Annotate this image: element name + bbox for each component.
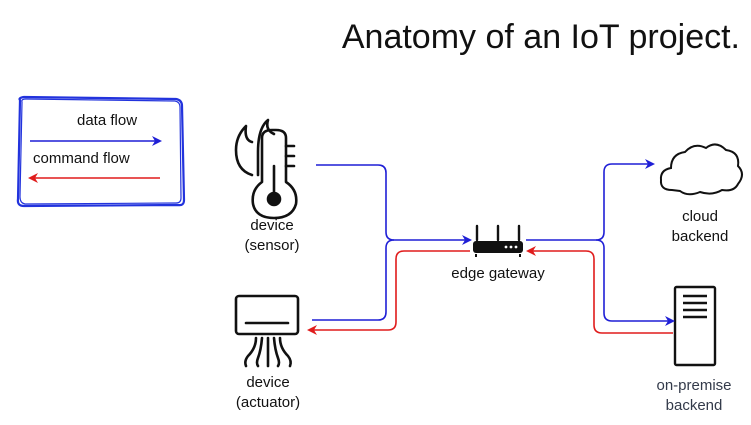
gateway-to-on-premise-connector <box>595 239 675 326</box>
on-premise-label-line1: on-premise <box>656 377 732 394</box>
actuator-label: device (actuator) <box>218 373 318 413</box>
gateway-to-cloud-connector <box>526 159 655 241</box>
server-icon <box>673 285 717 367</box>
actuator-label-line1: device <box>246 374 290 391</box>
legend-command-flow-label: command flow <box>33 150 130 167</box>
thermometer-icon <box>234 118 298 220</box>
cloud-label-line1: cloud <box>682 208 718 225</box>
sensor-to-gateway-connector <box>316 164 472 245</box>
on-premise-label-line2: backend <box>665 397 723 414</box>
actuator-to-gateway-data-connector <box>312 239 395 321</box>
air-conditioner-icon <box>234 294 300 368</box>
command-flow-connectors <box>307 246 673 335</box>
cloud-label-line2: backend <box>671 228 729 245</box>
cloud-label: cloud backend <box>650 207 750 247</box>
gateway-label-text: edge gateway <box>451 265 545 282</box>
on-premise-to-gateway-command-connector <box>526 246 673 334</box>
sensor-label-line1: device <box>250 217 294 234</box>
actuator-label-line2: (actuator) <box>235 394 301 411</box>
page-title: Anatomy of an IoT project. <box>341 18 740 56</box>
gateway-to-actuator-command-connector <box>307 250 470 335</box>
router-icon <box>473 224 523 257</box>
gateway-label: edge gateway <box>430 264 566 284</box>
on-premise-label: on-premise backend <box>640 376 748 416</box>
sensor-label-line2: (sensor) <box>244 237 300 254</box>
cloud-icon <box>659 143 743 196</box>
legend-data-flow-label: data flow <box>77 112 138 129</box>
data-flow-connectors <box>312 159 675 326</box>
legend-box <box>16 95 186 208</box>
sensor-label: device (sensor) <box>222 216 322 256</box>
